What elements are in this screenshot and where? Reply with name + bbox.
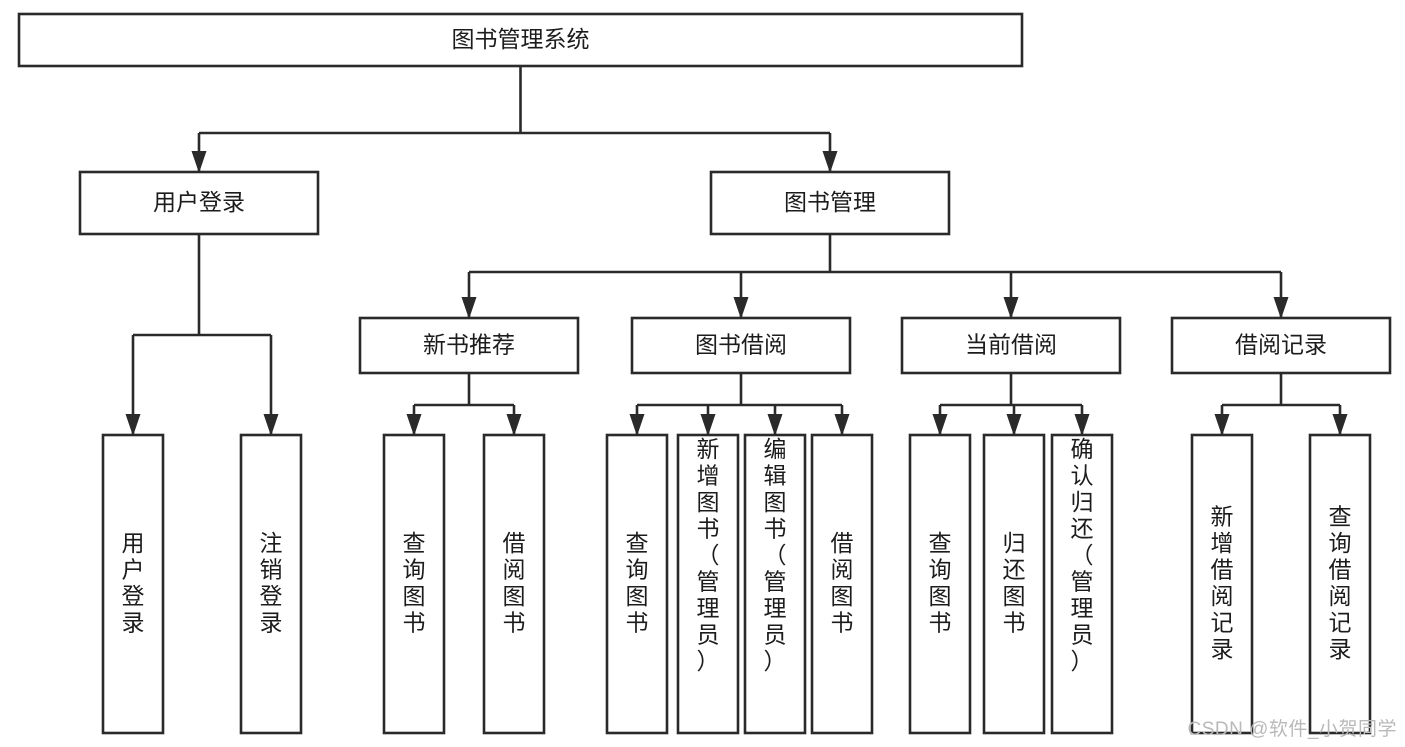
node-box-borrow-record <box>1170 316 1392 375</box>
node-box-layer <box>17 12 1392 735</box>
node-box-new-book-rec <box>358 316 580 375</box>
node-box-leaf-query-book-a <box>382 433 446 735</box>
node-label-user-login: 用户登录 <box>153 189 245 215</box>
node-box-leaf-confirm-return <box>1050 433 1114 735</box>
node-label-leaf-edit-book: 编辑图书（管理员） <box>764 436 787 674</box>
node-label-leaf-query-book-b: 查询图书 <box>626 530 649 636</box>
node-label-book-manage: 图书管理 <box>784 189 876 215</box>
node-label-layer: 图书管理系统用户登录图书管理新书推荐图书借阅当前借阅借阅记录用户登录注销登录查询… <box>122 26 1352 674</box>
node-label-leaf-borrow-book-b: 借阅图书 <box>831 530 854 636</box>
node-box-leaf-query-record <box>1308 433 1372 735</box>
node-box-leaf-query-book-b <box>605 433 669 735</box>
csdn-watermark: CSDN @软件_小贺同学 <box>1187 719 1397 740</box>
node-label-new-book-rec: 新书推荐 <box>423 332 515 358</box>
node-label-leaf-query-book-a: 查询图书 <box>403 530 426 636</box>
node-box-leaf-query-book-c <box>908 433 972 735</box>
node-box-leaf-edit-book <box>743 433 807 735</box>
node-label-leaf-add-record: 新增借阅记录 <box>1211 504 1234 663</box>
node-box-current-borrow <box>900 316 1122 375</box>
node-box-leaf-user-login <box>101 433 165 735</box>
node-label-root: 图书管理系统 <box>452 26 590 52</box>
node-label-leaf-user-login: 用户登录 <box>122 530 145 636</box>
connector-layer <box>125 66 1348 436</box>
node-label-leaf-query-book-c: 查询图书 <box>929 530 952 636</box>
node-label-leaf-borrow-book-a: 借阅图书 <box>503 530 526 636</box>
node-box-leaf-borrow-book-b <box>810 433 874 735</box>
node-label-current-borrow: 当前借阅 <box>965 332 1057 358</box>
node-box-book-manage <box>709 170 951 236</box>
node-box-leaf-add-book <box>676 433 740 735</box>
node-box-leaf-user-logout <box>239 433 303 735</box>
node-label-leaf-confirm-return: 确认归还（管理员） <box>1071 436 1094 674</box>
node-box-leaf-return-book <box>982 433 1046 735</box>
node-label-leaf-query-record: 查询借阅记录 <box>1329 504 1352 663</box>
node-box-leaf-add-record <box>1190 433 1254 735</box>
node-label-book-borrow: 图书借阅 <box>695 332 787 358</box>
node-label-leaf-user-logout: 注销登录 <box>260 530 283 636</box>
node-box-root <box>17 12 1024 68</box>
node-label-leaf-add-book: 新增图书（管理员） <box>697 436 720 674</box>
node-label-borrow-record: 借阅记录 <box>1235 332 1327 358</box>
node-box-book-borrow <box>630 316 852 375</box>
node-box-user-login <box>78 170 320 236</box>
node-box-leaf-borrow-book-a <box>482 433 546 735</box>
node-label-leaf-return-book: 归还图书 <box>1003 530 1026 636</box>
